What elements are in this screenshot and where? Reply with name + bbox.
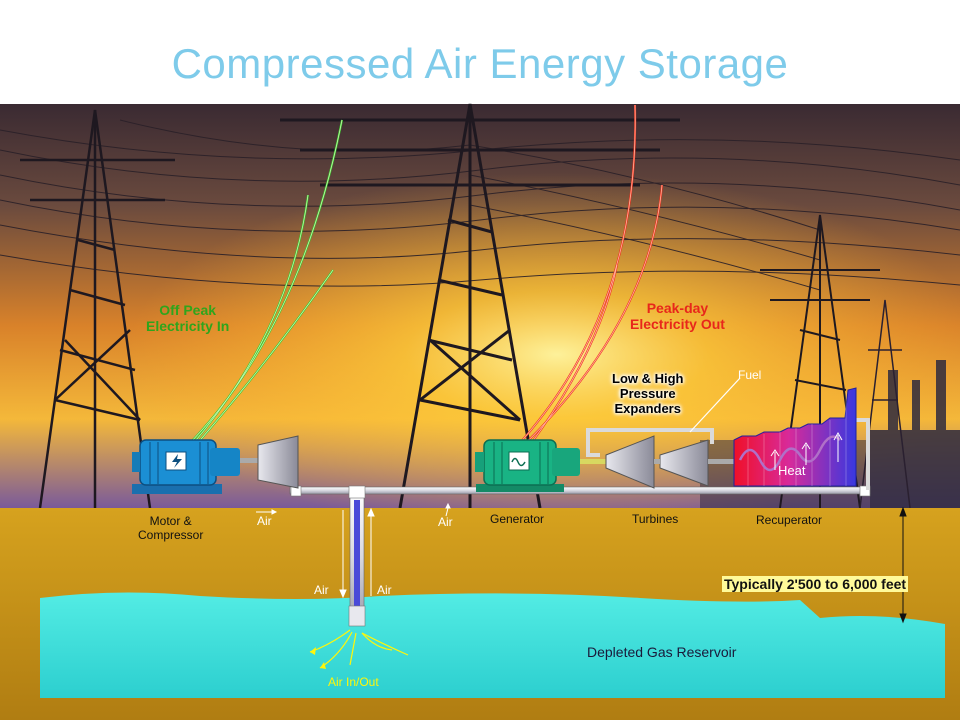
recuperator-label: Recuperator [756, 513, 823, 527]
peak-day-label: Peak-day Electricity Out [630, 300, 725, 332]
depleted-gas-reservoir [40, 592, 945, 698]
expanders-label: Low & High Pressure Expanders [612, 371, 684, 416]
motor-label-line1: Motor & [149, 514, 192, 528]
generator-unit [475, 439, 610, 492]
depth-label: Typically 2'500 to 6,000 feet [722, 576, 909, 592]
off-peak-label-line2: Electricity In [146, 318, 230, 334]
recuperator-pipe [586, 428, 714, 457]
off-peak-label: Off Peak Electricity In [146, 302, 229, 334]
motor-compressor-label: Motor & Compressor [138, 514, 203, 542]
motor-label-line2: Compressor [138, 528, 204, 542]
air-label-down: Air [314, 583, 329, 597]
off-peak-label-line1: Off Peak [159, 302, 217, 318]
depth-marker [899, 506, 907, 624]
expanders-label-line1: Low & High [612, 371, 684, 386]
heat-label: Heat [778, 463, 806, 478]
peak-day-label-line1: Peak-day [646, 300, 709, 316]
generator-label: Generator [490, 512, 545, 526]
turbines-label: Turbines [632, 512, 679, 526]
fuel-line [689, 377, 741, 433]
expanders-label-line2: Pressure [619, 386, 676, 401]
pylon-center [280, 103, 680, 509]
page-title: Compressed Air Energy Storage [171, 40, 789, 87]
air-flow-arrows [256, 502, 451, 599]
fuel-label: Fuel [738, 368, 762, 382]
air-label-up: Air [377, 583, 392, 597]
expanders-label-line3: Expanders [614, 401, 681, 416]
motor-unit [132, 439, 262, 494]
pylon-left [20, 109, 175, 509]
compressor [257, 435, 299, 489]
low-pressure-turbine [605, 435, 655, 489]
air-label-generator: Air [438, 515, 453, 529]
peak-day-label-line2: Electricity Out [630, 316, 725, 332]
air-pipe-horizontal [289, 486, 871, 495]
reservoir-label: Depleted Gas Reservoir [587, 644, 737, 660]
sine-wave-icon [508, 451, 530, 471]
air-in-out-label: Air In/Out [328, 675, 379, 689]
recuperator-unit [733, 387, 857, 487]
air-label-compressor: Air [257, 514, 272, 528]
factory-silhouette [700, 360, 960, 508]
